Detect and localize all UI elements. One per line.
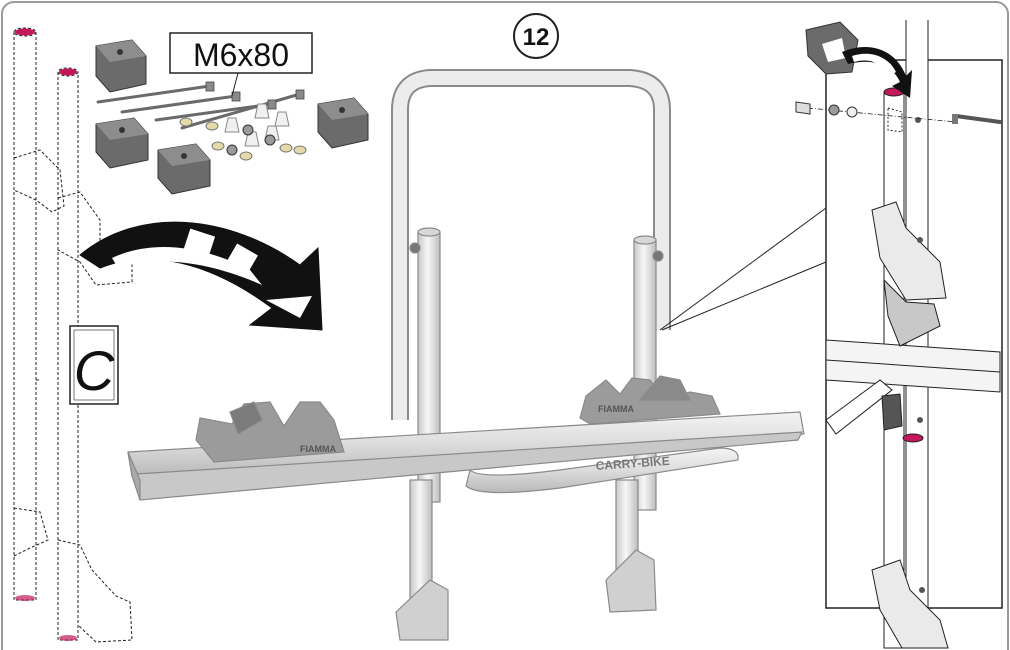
hardware-label: M6x80 (169, 32, 313, 97)
part-letter-box: C (69, 325, 119, 405)
brand-text-left: FIAMMA (300, 444, 336, 454)
hardware-kit (95, 39, 369, 195)
bike-carrier (127, 69, 805, 641)
rubber-block (95, 117, 149, 169)
curved-arrow-icon (79, 221, 323, 331)
callout-lines (659, 207, 827, 331)
hex-nuts (226, 124, 276, 156)
small-curved-arrow-icon (842, 46, 912, 98)
washers (179, 117, 307, 161)
rubber-block (317, 97, 369, 149)
bolts (96, 84, 302, 130)
rubber-block (157, 143, 211, 195)
rubber-block (95, 39, 147, 93)
detail-panel (795, 20, 1003, 649)
part-letter: C (74, 339, 115, 402)
step-number-badge: 12 (513, 13, 559, 59)
bolt-heads (205, 81, 305, 110)
product-text: CARRY-BIKE (595, 454, 670, 473)
ladder-caps (15, 28, 77, 641)
hardware-label-text: M6x80 (193, 37, 289, 73)
cap-nuts (224, 103, 290, 147)
step-number: 12 (523, 24, 550, 51)
brand-text-right: FIAMMA (598, 404, 634, 414)
